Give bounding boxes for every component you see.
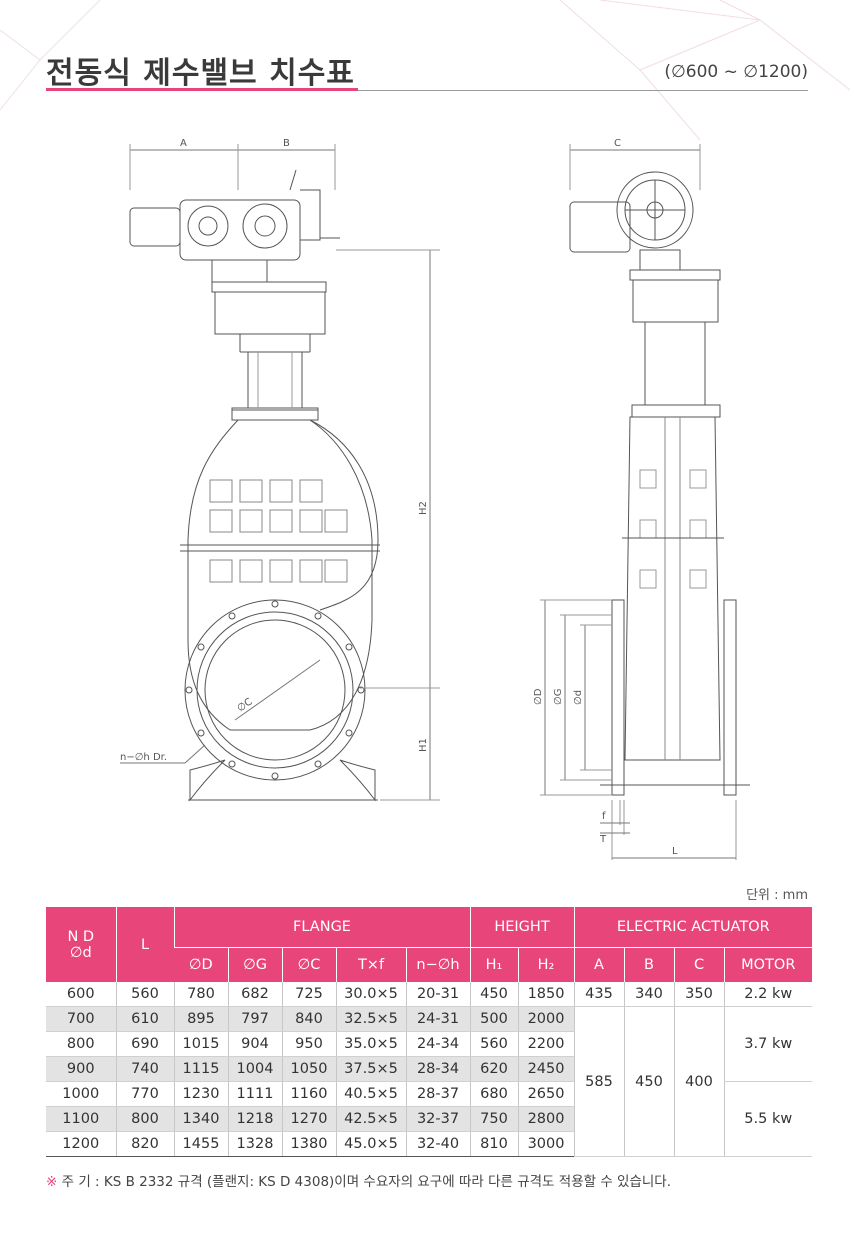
header-sub: H₂ [517,947,575,982]
dim-label-h1: H1 [418,738,429,752]
dim-label-l: L [672,846,678,857]
footnote: ※ 주 기 : KS B 2332 규격 (플랜지: KS D 4308)이며 … [46,1170,671,1190]
actuator-c-first: 350 [673,982,725,1007]
motor-low: 5.5 kw [723,1081,813,1157]
dim-label-phi-d-lower: ∅d [573,690,584,705]
dim-label-phi-g: ∅G [553,689,564,705]
header-sub: MOTOR [723,947,813,982]
actuator-b-first: 340 [623,982,675,1007]
header-l: L [115,907,174,982]
dim-label-a: A [180,138,187,149]
header-sub: ∅G [227,947,282,982]
header-sub: ∅D [174,947,228,982]
header-sub: T×f [335,947,406,982]
motor-first: 2.2 kw [723,982,813,1007]
unit-label: 단위 : mm [746,888,808,903]
dimension-table: N D∅d L FLANGE HEIGHT ELECTRIC ACTUATOR … [46,907,813,1157]
title-accent-rule [46,88,358,91]
header-height: HEIGHT [469,907,575,948]
dim-label-c: C [614,138,621,149]
dim-label-phi-d-upper: ∅D [533,688,544,705]
actuator-a-merged: 585 [573,1006,625,1157]
page-title: 전동식 제수밸브 치수표 [46,56,355,91]
header-sub: C [673,947,725,982]
actuator-b-merged: 450 [623,1006,675,1157]
dim-label-f: f [602,811,606,822]
header-sub: H₁ [469,947,519,982]
background-pattern [0,0,850,140]
note-mark: ※ [46,1174,58,1190]
actuator-c-merged: 400 [673,1006,725,1157]
header-flange: FLANGE [173,907,471,948]
header-actuator: ELECTRIC ACTUATOR [573,907,813,948]
size-range: (∅600 ~ ∅1200) [664,62,808,82]
actuator-a-first: 435 [573,982,625,1007]
dim-label-phi-c: ∅C [235,696,254,714]
bolt-label: n−∅h Dr. [120,752,167,763]
dim-label-b: B [283,138,290,149]
header-sub: B [623,947,675,982]
side-view: C ∅D ∅ [533,138,750,860]
motor-mid: 3.7 kw [723,1006,813,1082]
note-text: 주 기 : KS B 2332 규격 (플랜지: KS D 4308)이며 수요… [57,1174,672,1190]
header-sub: ∅C [281,947,336,982]
header-sub: A [573,947,625,982]
dim-label-t: T [599,834,607,845]
header-nd: N D∅d [46,907,116,982]
header-sub: n−∅h [405,947,471,982]
dim-label-h2: H2 [418,501,429,515]
front-view: A B [120,138,440,802]
valve-drawing: A B [120,138,750,860]
title-rule [46,90,808,91]
